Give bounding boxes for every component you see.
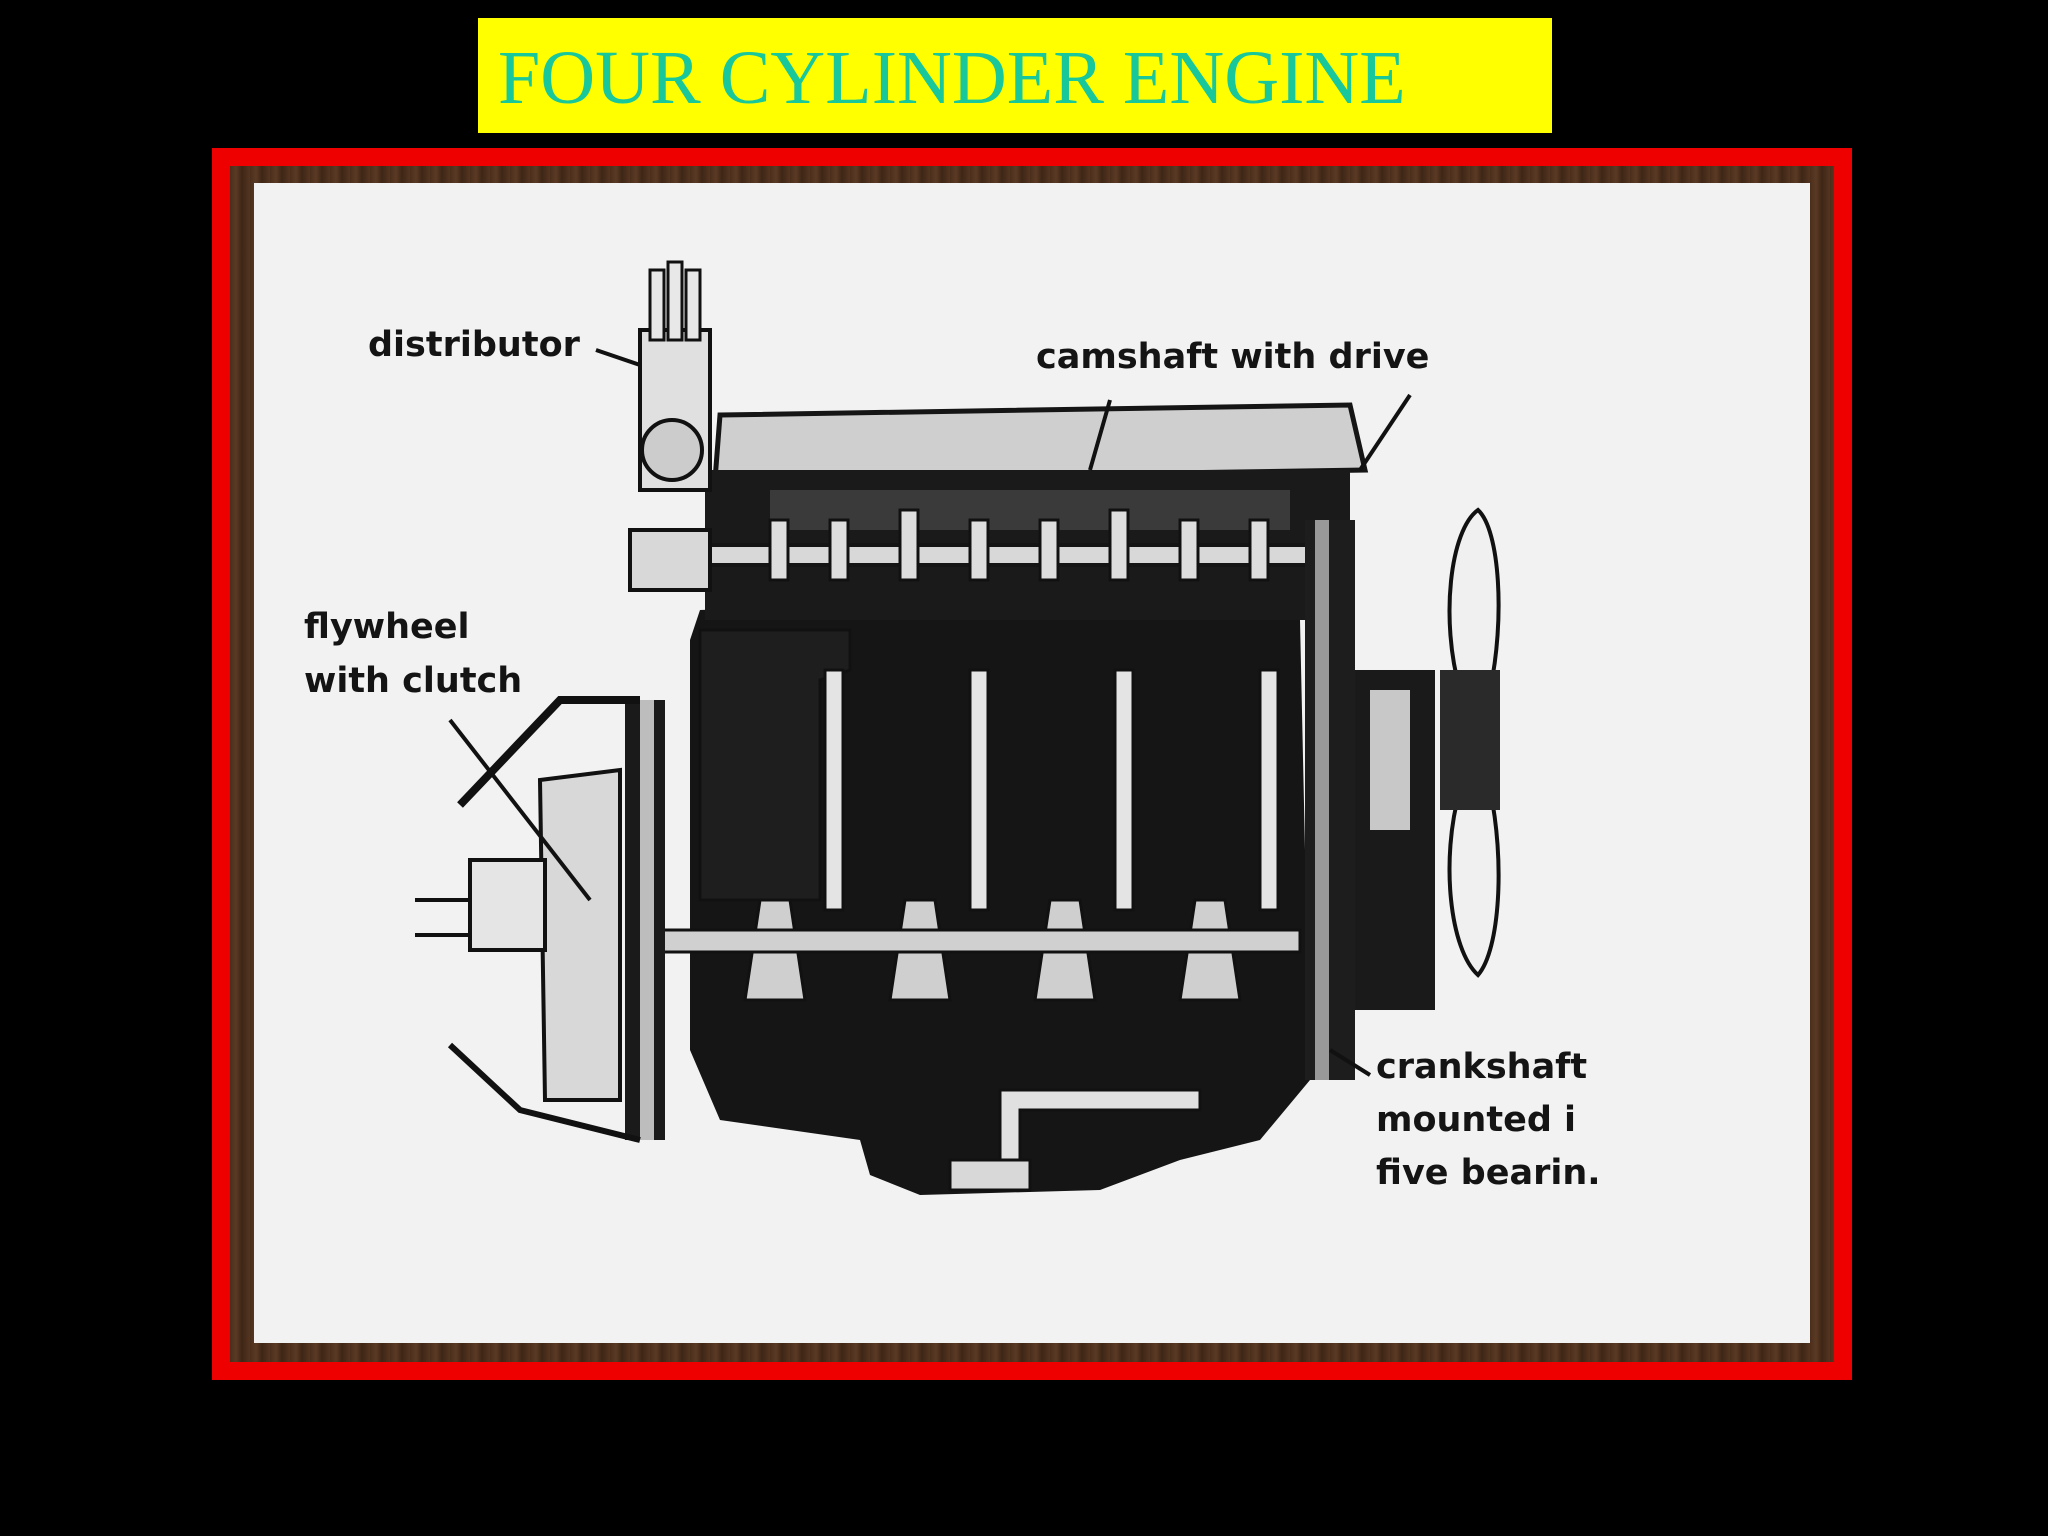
label-flywheel-line2: with clutch <box>304 661 523 701</box>
leader-distributor <box>595 348 641 367</box>
label-distributor: distributor <box>368 325 580 365</box>
valve-cover <box>712 402 1369 483</box>
label-crankshaft-line3: five bearin. <box>1376 1153 1601 1193</box>
oil-pump <box>948 1158 1032 1192</box>
head-detail <box>770 490 1290 530</box>
distributor-caps <box>648 260 702 342</box>
timing-cover <box>1305 520 1355 1080</box>
output-shaft <box>468 858 547 952</box>
label-camshaft: camshaft with drive <box>1036 337 1430 377</box>
valve-springs <box>768 508 1270 582</box>
engine-block <box>690 600 1310 1195</box>
leader-crankshaft <box>1328 1048 1372 1077</box>
label-crankshaft-line1: crankshaft <box>1376 1047 1588 1087</box>
label-crankshaft-line2: mounted i <box>1376 1100 1577 1140</box>
leader-camshaft-2 <box>1358 393 1412 472</box>
label-flywheel-line1: flywheel <box>304 607 470 647</box>
cylinder-walls <box>698 628 1280 912</box>
clutch-cable <box>457 696 640 808</box>
crankshaft <box>658 928 1302 954</box>
fan-blade-bottom <box>1447 788 1501 978</box>
slide-title: FOUR CYLINDER ENGINE <box>498 36 1406 120</box>
flywheel-ring <box>640 700 654 1140</box>
fan-hub <box>1440 670 1500 810</box>
leader-camshaft-1 <box>1088 399 1112 471</box>
fan-blade-top <box>1447 507 1501 692</box>
leader-flywheel <box>448 718 592 902</box>
title-box: FOUR CYLINDER ENGINE <box>478 18 1552 133</box>
clutch-housing <box>537 767 622 1102</box>
clutch-lever <box>447 1042 641 1143</box>
